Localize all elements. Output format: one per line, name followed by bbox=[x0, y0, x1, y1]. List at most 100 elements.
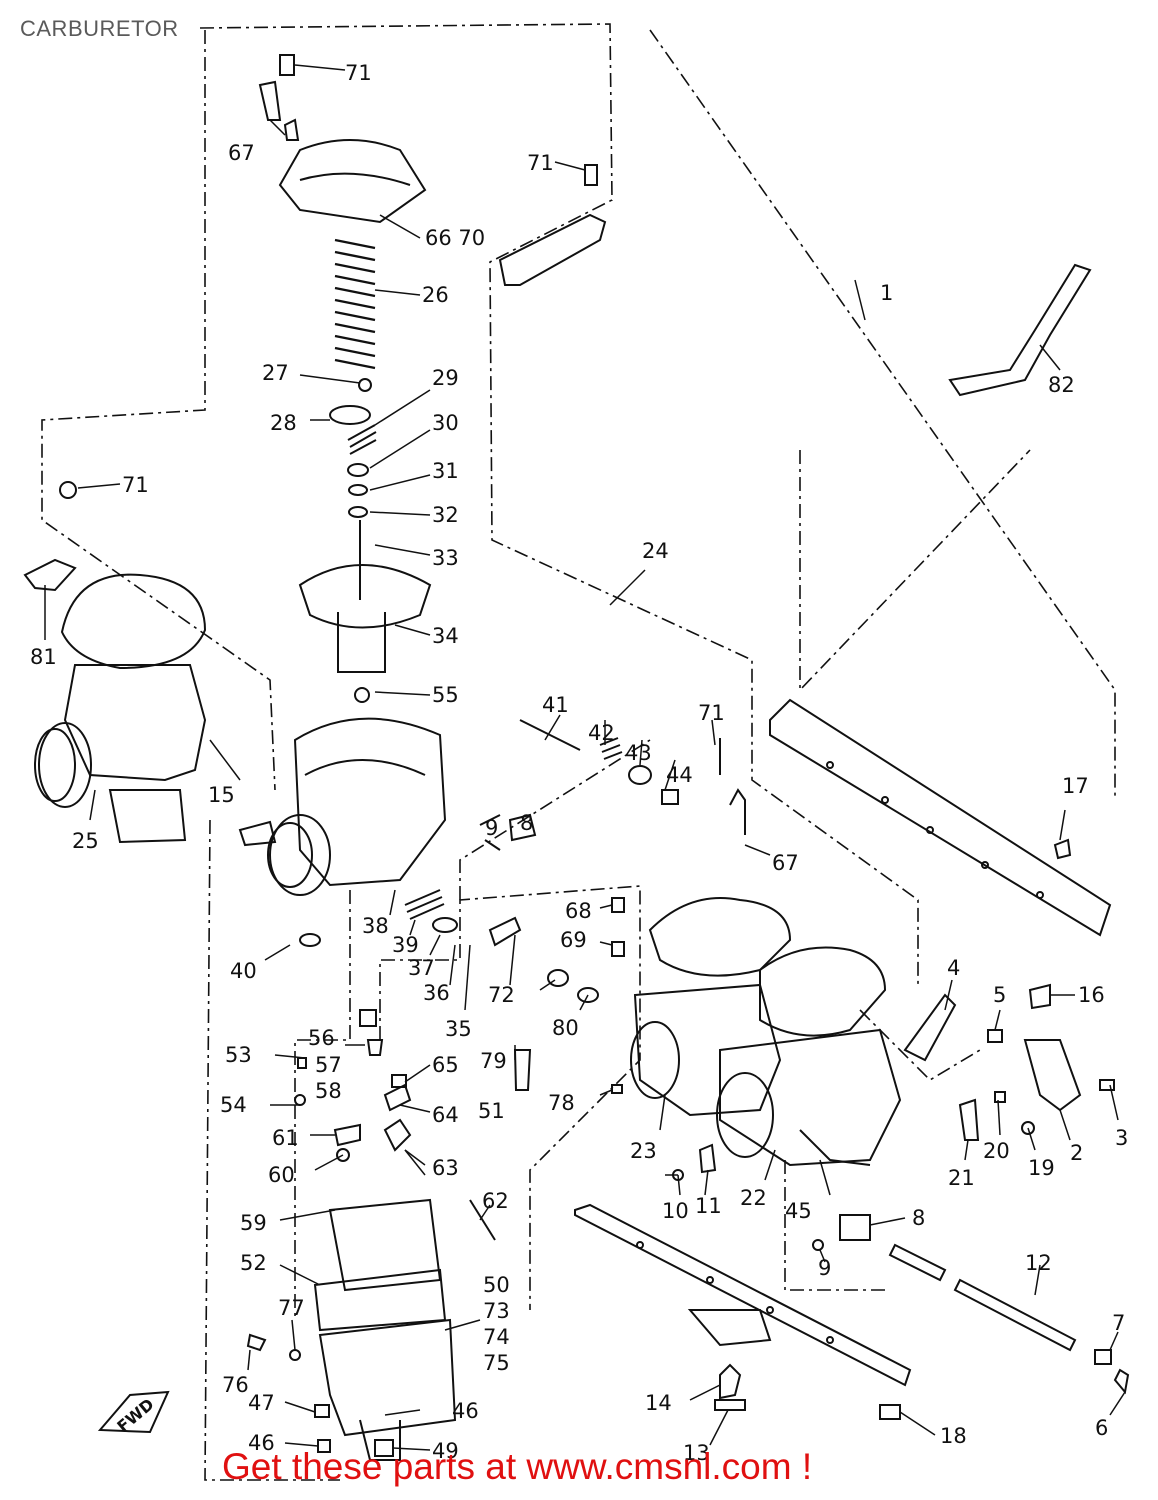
callout-48: 46 bbox=[452, 1399, 479, 1423]
callout-17: 17 bbox=[1062, 774, 1089, 798]
callout-57: 57 bbox=[315, 1053, 342, 1077]
piston-diaphragm bbox=[298, 520, 432, 673]
callout-71: 71 bbox=[527, 151, 554, 175]
diaphragm-cover bbox=[278, 139, 427, 224]
left-carburetor bbox=[23, 481, 207, 844]
callout-71: 71 bbox=[698, 701, 725, 725]
callout-50: 50 bbox=[483, 1273, 510, 1297]
callout-59: 59 bbox=[240, 1211, 267, 1235]
callout-16: 16 bbox=[1078, 983, 1105, 1007]
callout-41: 41 bbox=[542, 693, 569, 717]
callout-11: 11 bbox=[695, 1194, 722, 1218]
callout-8: 8 bbox=[520, 811, 533, 835]
callout-40: 40 bbox=[230, 959, 257, 983]
group-outlines bbox=[41, 23, 1116, 1481]
callout-78: 78 bbox=[548, 1091, 575, 1115]
callout-73: 73 bbox=[483, 1299, 510, 1323]
callout-81: 81 bbox=[30, 645, 57, 669]
callout-52: 52 bbox=[240, 1251, 267, 1275]
callout-43: 43 bbox=[625, 741, 652, 765]
callout-21: 21 bbox=[948, 1166, 975, 1190]
callout-20: 20 bbox=[983, 1139, 1010, 1163]
callout-71: 71 bbox=[122, 473, 149, 497]
callout-12: 12 bbox=[1025, 1251, 1052, 1275]
callout-79: 79 bbox=[480, 1049, 507, 1073]
callout-36: 36 bbox=[423, 981, 450, 1005]
callout-14: 14 bbox=[645, 1391, 672, 1415]
callout-26: 26 bbox=[422, 283, 449, 307]
callout-54: 54 bbox=[220, 1093, 247, 1117]
callout-28: 28 bbox=[270, 411, 297, 435]
callout-15: 15 bbox=[208, 783, 235, 807]
callout-58: 58 bbox=[315, 1079, 342, 1103]
float-bowl bbox=[313, 1198, 457, 1461]
piston-spring bbox=[334, 238, 376, 370]
callout-67: 67 bbox=[228, 141, 255, 165]
callout-8: 8 bbox=[912, 1206, 925, 1230]
callout-5: 5 bbox=[993, 983, 1006, 1007]
callout-56: 56 bbox=[308, 1026, 335, 1050]
callout-30: 30 bbox=[432, 411, 459, 435]
callout-77: 77 bbox=[278, 1296, 305, 1320]
fwd-marker-shape bbox=[97, 1390, 170, 1434]
callout-18: 18 bbox=[940, 1424, 967, 1448]
choke-rod bbox=[519, 719, 746, 835]
callout-39: 39 bbox=[392, 933, 419, 957]
lower-bracket bbox=[574, 1203, 912, 1387]
callout-63: 63 bbox=[432, 1156, 459, 1180]
callout-82: 82 bbox=[1048, 373, 1075, 397]
callout-25: 25 bbox=[72, 829, 99, 853]
callout-55: 55 bbox=[432, 683, 459, 707]
page-title: CARBURETOR bbox=[20, 16, 179, 41]
callout-9: 9 bbox=[818, 1256, 831, 1280]
callout-69: 69 bbox=[560, 928, 587, 952]
callout-71: 71 bbox=[345, 61, 372, 85]
vent-tube bbox=[948, 263, 1092, 397]
callout-31: 31 bbox=[432, 459, 459, 483]
top-link bbox=[258, 54, 607, 286]
callout-24: 24 bbox=[642, 539, 669, 563]
callout-22: 22 bbox=[740, 1186, 767, 1210]
callout-67: 67 bbox=[772, 851, 799, 875]
callout-33: 33 bbox=[432, 546, 459, 570]
callout-60: 60 bbox=[268, 1163, 295, 1187]
callout-64: 64 bbox=[432, 1103, 459, 1127]
callout-61: 61 bbox=[272, 1126, 299, 1150]
left-body bbox=[238, 687, 447, 896]
callout-27: 27 bbox=[262, 361, 289, 385]
throttle-shaft bbox=[812, 1214, 1130, 1395]
callout-46: 46 bbox=[248, 1431, 275, 1455]
leader-lines bbox=[44, 64, 1126, 1451]
callout-49: 49 bbox=[432, 1439, 459, 1463]
callout-75: 75 bbox=[483, 1351, 510, 1375]
callout-65: 65 bbox=[432, 1053, 459, 1077]
callout-53: 53 bbox=[225, 1043, 252, 1067]
callout-13: 13 bbox=[683, 1441, 710, 1465]
callout-6: 6 bbox=[1095, 1416, 1108, 1440]
callout-38: 38 bbox=[362, 914, 389, 938]
callout-29: 29 bbox=[432, 366, 459, 390]
callout-72: 72 bbox=[488, 983, 515, 1007]
callout-76: 76 bbox=[222, 1373, 249, 1397]
linkage-parts bbox=[672, 838, 1115, 1420]
callout-34: 34 bbox=[432, 624, 459, 648]
callout-4: 4 bbox=[947, 956, 960, 980]
callout-80: 80 bbox=[552, 1016, 579, 1040]
callout-66-70: 66 70 bbox=[425, 226, 485, 250]
callout-35: 35 bbox=[445, 1017, 472, 1041]
get-parts-link[interactable]: Get these parts at www.cmsnl.com ! bbox=[222, 1446, 813, 1487]
callout-1: 1 bbox=[880, 281, 893, 305]
callout-145: 45 bbox=[785, 1199, 812, 1223]
callout-7: 7 bbox=[1112, 1311, 1125, 1335]
small-parts bbox=[246, 813, 625, 1457]
callout-19: 19 bbox=[1028, 1156, 1055, 1180]
needle-parts bbox=[329, 378, 377, 518]
callout-32: 32 bbox=[432, 503, 459, 527]
callout-3: 3 bbox=[1115, 1126, 1128, 1150]
callout-9: 9 bbox=[485, 816, 498, 840]
callout-44: 44 bbox=[666, 763, 693, 787]
callout-51: 51 bbox=[478, 1099, 505, 1123]
callout-2: 2 bbox=[1070, 1141, 1083, 1165]
callout-37: 37 bbox=[408, 956, 435, 980]
